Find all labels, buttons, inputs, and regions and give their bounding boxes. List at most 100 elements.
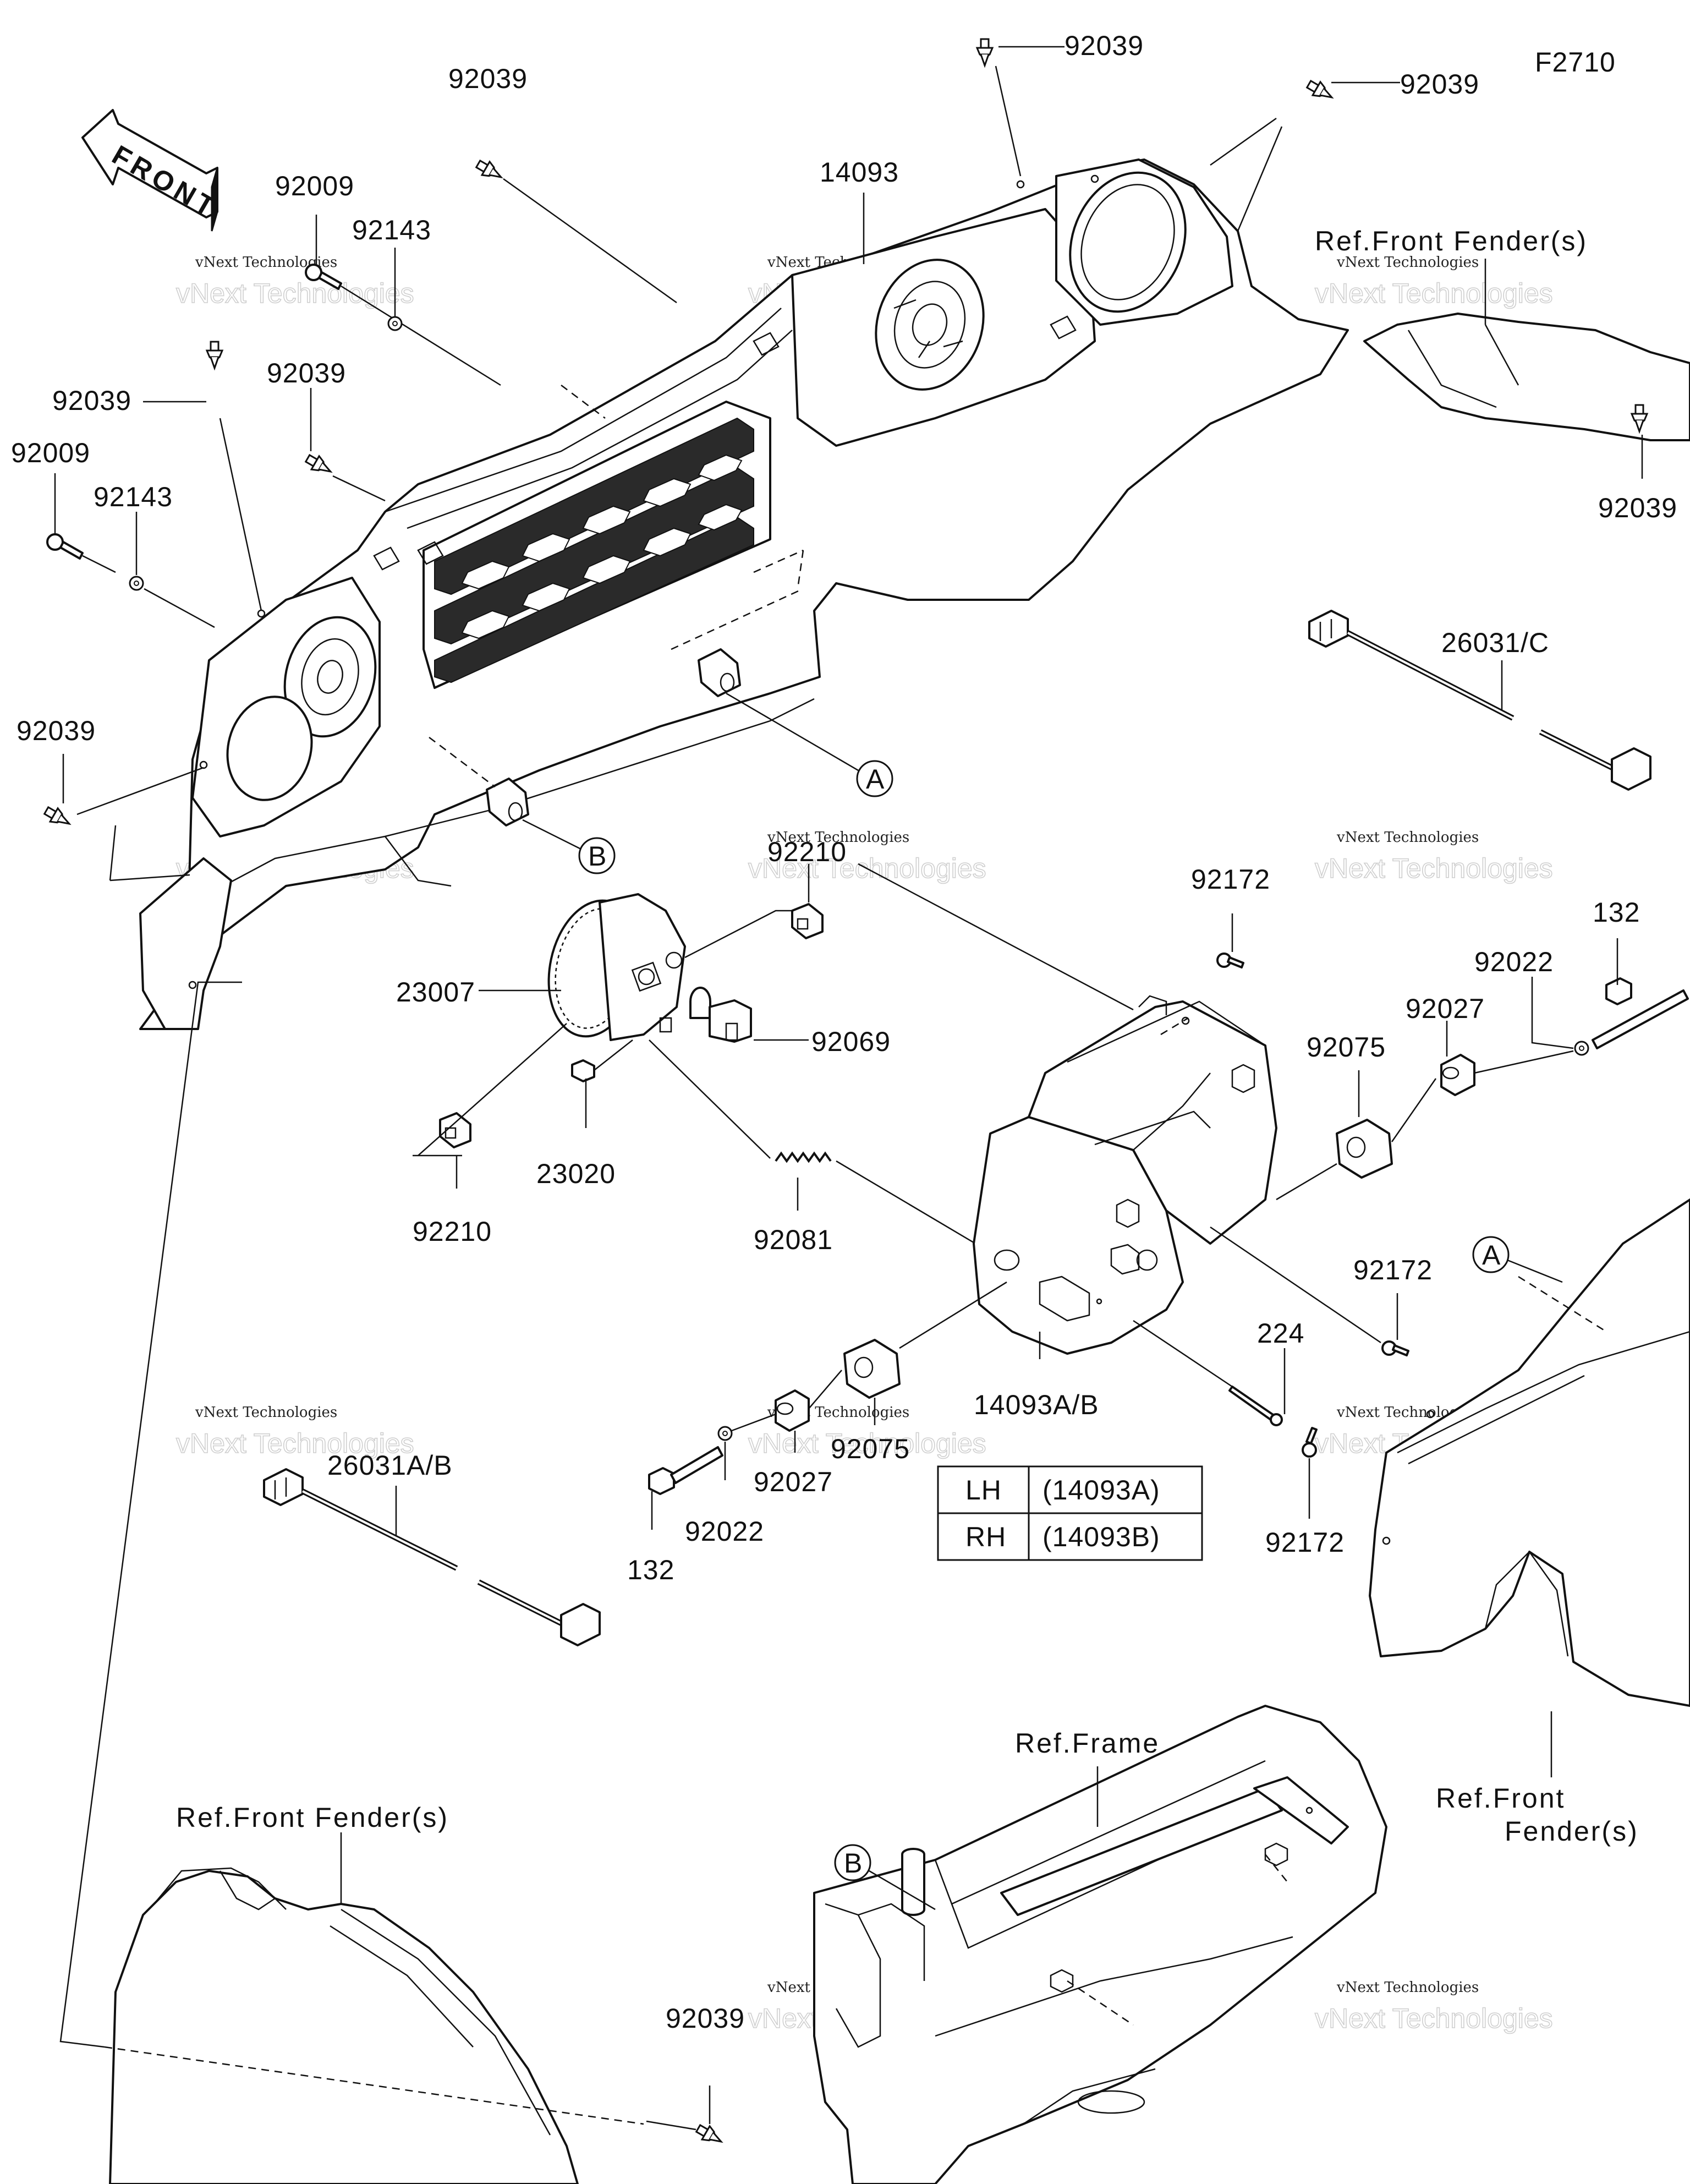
clip-icon (206, 341, 223, 369)
pin-224 (1228, 1386, 1283, 1426)
bracket-clip-bottom-92210 (439, 1112, 471, 1148)
watermark-outline: vNext Technologies (1315, 853, 1553, 884)
label-92143-upper: 92143 (352, 215, 431, 245)
callout-b (578, 837, 616, 874)
table-part-rh: (14093B) (1042, 1521, 1160, 1552)
label-92027-left: 92027 (754, 1466, 833, 1497)
table-side-lh: LH (965, 1475, 1002, 1506)
label-92022-right: 92022 (1474, 946, 1554, 977)
callout-a-label: A (866, 764, 885, 795)
label-92039-bottom: 92039 (666, 2003, 745, 2034)
watermark-text: vNext Technologies (1336, 829, 1479, 846)
label-92210-bottom: 92210 (413, 1216, 492, 1247)
label-224: 224 (1257, 1318, 1304, 1349)
cover-grommet-b (486, 778, 529, 826)
grommet-92075-right (1336, 1119, 1393, 1179)
callout-b-label: B (588, 841, 607, 872)
clip-icon (473, 156, 506, 185)
ref-front-fender-bottom: Ref.Front Fender(s) (176, 1802, 449, 1833)
callout-a-fender-label: A (1482, 1240, 1501, 1271)
label-92075-right: 92075 (1307, 1032, 1386, 1063)
harness-26031ab (263, 1468, 601, 1646)
label-92009-middle: 92009 (11, 437, 90, 468)
ref-front-fender-right (1369, 1198, 1690, 1707)
label-92039-left-3: 92039 (17, 715, 96, 746)
label-92027-right: 92027 (1406, 993, 1485, 1024)
label-132-right: 132 (1593, 897, 1640, 928)
ref-front-fender-right-line1: Ref.Front (1436, 1783, 1565, 1814)
washer-icon (129, 576, 144, 591)
front-cover-14093 (139, 158, 1349, 1030)
table-part-lh: (14093A) (1042, 1475, 1160, 1506)
callout-a (856, 760, 893, 797)
washer-icon (387, 316, 403, 331)
collar-92027-left (775, 1389, 810, 1432)
screw-92172-top (1216, 953, 1244, 968)
ref-frame-label: Ref.Frame (1015, 1728, 1160, 1759)
nut-23020 (571, 1059, 595, 1082)
label-92081: 92081 (754, 1224, 833, 1255)
clip-icon (1304, 76, 1337, 105)
label-92039-top-right: 92039 (1400, 69, 1479, 100)
label-92022-left: 92022 (685, 1516, 764, 1547)
label-23020: 23020 (536, 1158, 616, 1189)
label-26031c: 26031/C (1441, 627, 1549, 658)
front-arrow-icon: FRONT (81, 109, 223, 232)
label-92069: 92069 (811, 1026, 891, 1057)
collar-92027-right (1440, 1054, 1475, 1096)
ref-frame (813, 1705, 1387, 2184)
label-92172-top: 92172 (1191, 864, 1270, 895)
callout-a-fender (1472, 1236, 1510, 1273)
watermark-outline: vNext Technologies (1315, 278, 1553, 309)
screw-92172-right-mid (1381, 1340, 1409, 1356)
ref-front-fender-top: Ref.Front Fender(s) (1315, 226, 1588, 256)
label-14093ab: 14093A/B (974, 1389, 1099, 1420)
callout-b-frame-label: B (844, 1848, 863, 1879)
grille-hex-cells (461, 454, 743, 639)
bulb-92069 (689, 987, 752, 1043)
cover-grommet-a (698, 648, 741, 697)
ref-front-fender-bottom (109, 1867, 579, 2184)
label-132-left: 132 (627, 1554, 674, 1585)
watermark-text: vNext Technologies (767, 829, 909, 846)
label-23007: 23007 (396, 977, 475, 1008)
bolt-132-left (648, 1446, 723, 1495)
label-92009-upper: 92009 (275, 171, 354, 201)
label-92039-left-1: 92039 (52, 385, 131, 416)
watermark-text: vNext Technologies (1336, 1979, 1479, 1996)
watermark-outline: vNext Technologies (1315, 2003, 1553, 2034)
label-14093: 14093 (820, 157, 899, 188)
watermark-text: vNext Technologies (195, 1404, 337, 1421)
label-92039-top-center: 92039 (1065, 30, 1144, 61)
ref-front-fender-right-line2: Fender(s) (1505, 1816, 1639, 1847)
grommet-92075-left (843, 1339, 901, 1399)
watermark-outline: vNext Technologies (176, 278, 414, 309)
label-92143-middle: 92143 (94, 481, 173, 512)
headlamp-23007 (547, 893, 686, 1041)
label-92039-top-left: 92039 (448, 63, 528, 94)
label-92075-left: 92075 (831, 1433, 910, 1464)
watermark-outline: vNext Technologies (176, 1428, 414, 1459)
ref-front-fender-top-right (1363, 313, 1690, 441)
clip-icon (976, 38, 994, 67)
bracket-clip-top-92210 (791, 903, 824, 939)
harness-26031c (1308, 610, 1651, 791)
label-26031ab: 26031A/B (327, 1450, 453, 1481)
screw-92172-bottom (1302, 1427, 1318, 1458)
washer-icon (717, 1426, 733, 1441)
callout-b-frame (834, 1844, 871, 1881)
clip-icon (303, 451, 336, 479)
bolt-132-right (1592, 977, 1689, 1049)
spring-92081 (775, 1151, 832, 1163)
label-92172-bottom: 92172 (1265, 1527, 1345, 1558)
watermark-text: vNext Technologies (1336, 254, 1479, 271)
bolt-icon (46, 533, 84, 560)
table-side-rh: RH (965, 1521, 1006, 1552)
label-92210-top: 92210 (767, 836, 847, 867)
watermark-outline: vNext Technologies (748, 1428, 986, 1459)
washer-icon (1574, 1041, 1589, 1056)
label-92039-left-2: 92039 (267, 358, 346, 388)
label-92172-right-mid: 92172 (1353, 1255, 1433, 1285)
side-table: LH (14093A) RH (14093B) (937, 1465, 1203, 1561)
